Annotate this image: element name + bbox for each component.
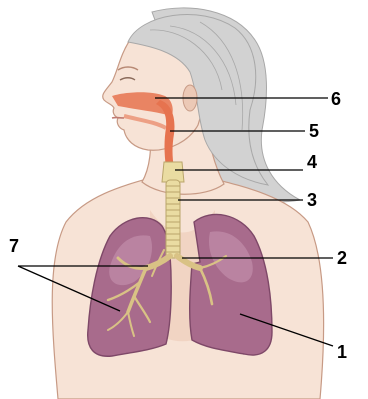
label-6: 6	[331, 89, 341, 109]
label-3: 3	[307, 190, 317, 210]
label-5: 5	[309, 121, 319, 141]
label-4: 4	[307, 152, 317, 172]
label-7: 7	[9, 236, 19, 256]
larynx-shape	[162, 162, 184, 182]
label-1: 1	[337, 342, 347, 362]
label-2: 2	[337, 248, 347, 268]
